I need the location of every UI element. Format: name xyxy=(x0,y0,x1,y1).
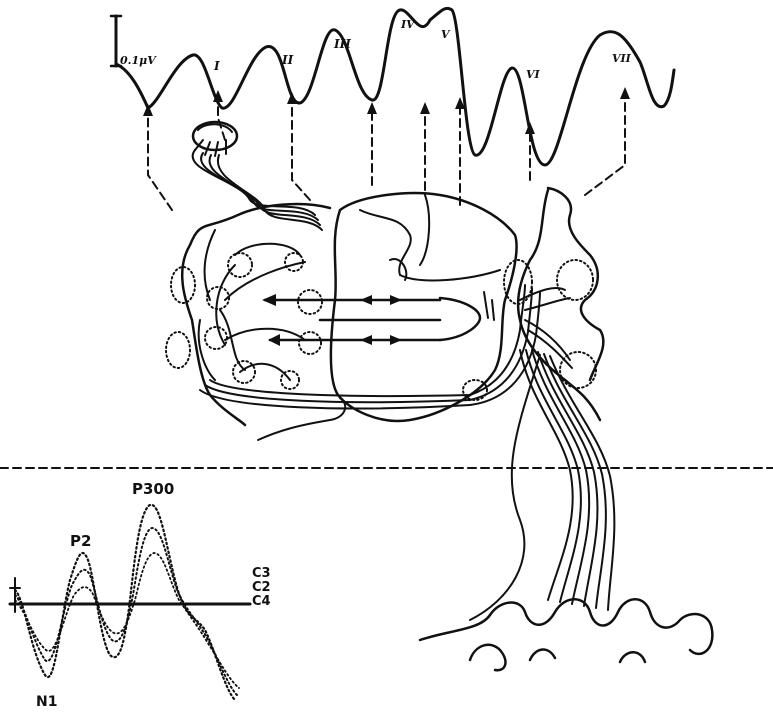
abr-peak-II: II xyxy=(281,53,294,67)
descending-fibers xyxy=(520,350,614,610)
abr-peak-V: V xyxy=(441,28,451,41)
generator-arrowheads xyxy=(143,87,630,134)
commissural-arrows xyxy=(265,298,480,340)
abr-peak-VI: VI xyxy=(526,68,541,81)
cerebellum-folia xyxy=(420,599,712,670)
ascending-fibers xyxy=(200,244,572,409)
cochlea xyxy=(193,122,237,156)
abr-waveform xyxy=(116,8,674,165)
erp-label-p300: P300 xyxy=(132,480,174,498)
auditory-pathway-illustration xyxy=(166,122,712,670)
erp-trace-c3 xyxy=(15,505,235,700)
abr-peak-III: III xyxy=(333,37,351,51)
abr-scale-label: 0.1μV xyxy=(120,54,157,67)
erp-waveform-panel: P2 P300 N1 C3 C2 C4 xyxy=(10,480,271,710)
erp-label-p2: P2 xyxy=(70,532,91,550)
erp-channel-c3: C3 xyxy=(252,566,271,581)
auditory-nerve xyxy=(193,150,322,230)
abr-waveform-panel: 0.1μV I II III IV V VI VII xyxy=(111,8,674,210)
abr-peak-I: I xyxy=(213,59,220,73)
erp-channel-c4: C4 xyxy=(252,594,271,609)
erp-trace-c2 xyxy=(15,528,237,695)
erp-label-n1: N1 xyxy=(36,694,57,710)
abr-peak-VII: VII xyxy=(612,52,632,65)
abr-peak-IV: IV xyxy=(400,18,416,31)
erp-channel-c2: C2 xyxy=(252,580,271,595)
